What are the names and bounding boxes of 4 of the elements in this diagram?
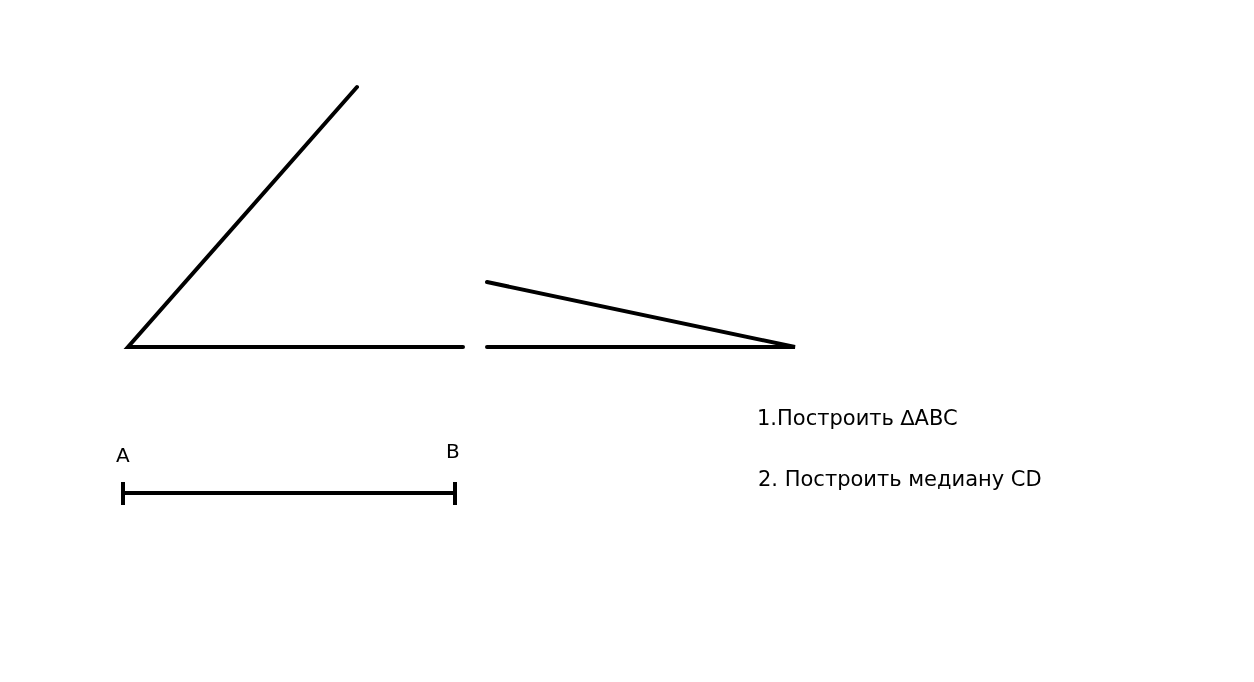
point-label: A [116, 443, 130, 467]
task-text: 2. Построить медиану CD [758, 466, 1042, 493]
task-text: 1.Построить ∆ABC [757, 405, 958, 432]
point-label: B [446, 439, 460, 463]
